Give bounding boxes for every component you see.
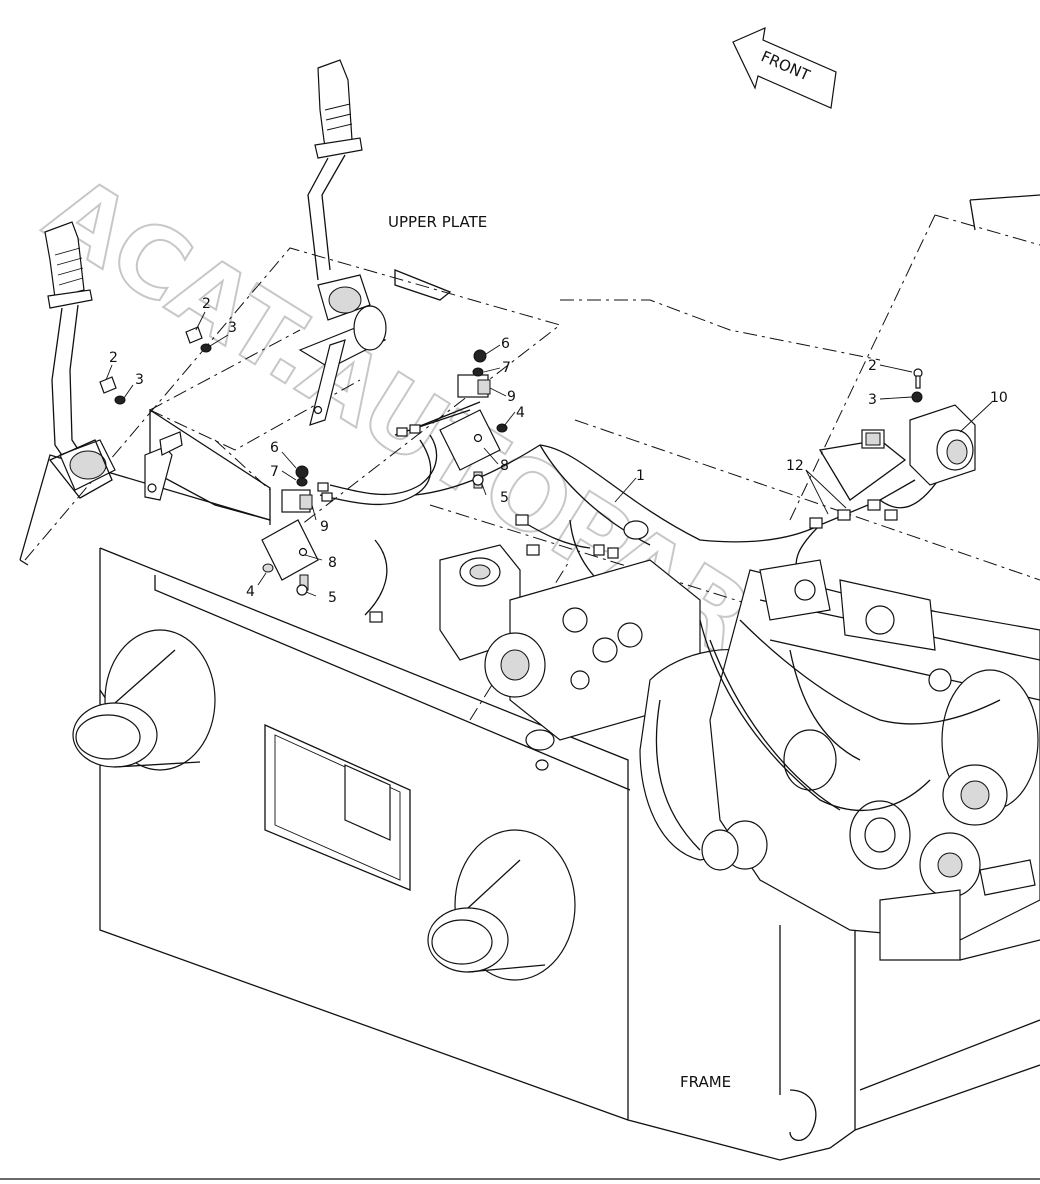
right-bracket [298, 305, 387, 426]
upper-plate-label: UPPER PLATE [388, 213, 487, 231]
callout-6: 6 [501, 336, 510, 352]
callout-5: 5 [328, 590, 337, 606]
front-arrow: FRONT [732, 27, 837, 109]
callout-10: 10 [990, 390, 1008, 406]
callout-9: 9 [320, 519, 329, 535]
callout-7: 7 [270, 464, 279, 480]
callout-7: 7 [502, 360, 511, 376]
callout-12: 12 [786, 458, 804, 474]
callout-2: 2 [868, 358, 877, 374]
engine [639, 559, 1040, 961]
callout-5: 5 [500, 490, 509, 506]
callout-2: 2 [109, 350, 118, 366]
frame-body: FRAME [0, 547, 1040, 1180]
callout-8: 8 [328, 555, 337, 571]
right-joystick [307, 59, 371, 321]
callout-3: 3 [228, 320, 237, 336]
wiring-harness [317, 401, 946, 623]
callout-3: 3 [135, 372, 144, 388]
switch-left [261, 465, 319, 591]
callout-3: 3 [868, 392, 877, 408]
callout-9: 9 [507, 389, 516, 405]
callout-8: 8 [500, 458, 509, 474]
callout-4: 4 [516, 405, 525, 421]
switch-right [439, 349, 508, 489]
assembly-10 [861, 368, 976, 486]
upper-plate: UPPER PLATE [19, 213, 1040, 721]
callout-4: 4 [246, 584, 255, 600]
frame-label: FRAME [680, 1073, 731, 1091]
leader-lines [105, 311, 993, 597]
callout-6: 6 [270, 440, 279, 456]
callouts: 2 3 2 3 6 7 9 8 5 4 6 7 9 4 8 5 1 2 3 10… [109, 296, 1008, 606]
hardware [99, 326, 484, 596]
callout-2: 2 [202, 296, 211, 312]
left-joystick [44, 221, 116, 499]
left-bracket [144, 431, 183, 501]
callout-1: 1 [636, 468, 645, 484]
